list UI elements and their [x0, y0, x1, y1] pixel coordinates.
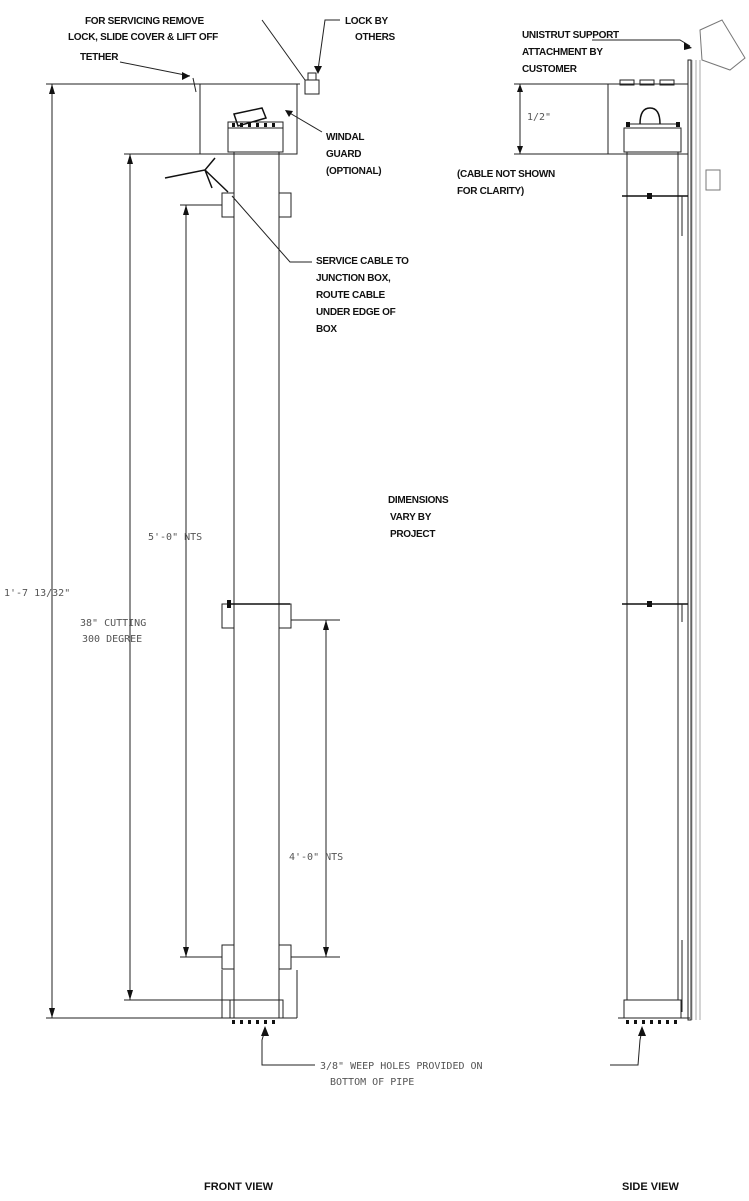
svg-text:PROJECT: PROJECT — [390, 529, 435, 540]
callout-lock: LOCK BY OTHERS — [345, 16, 396, 43]
svg-text:SERVICE CABLE TO: SERVICE CABLE TO — [316, 256, 409, 267]
svg-text:UNISTRUT SUPPORT: UNISTRUT SUPPORT — [522, 30, 619, 41]
svg-text:BOTTOM OF PIPE: BOTTOM OF PIPE — [330, 1077, 414, 1088]
svg-text:38" CUTTING: 38" CUTTING — [80, 618, 146, 629]
side-enclosure-box — [607, 83, 689, 155]
svg-text:FOR SERVICING REMOVE: FOR SERVICING REMOVE — [85, 16, 204, 27]
svg-text:LOCK BY: LOCK BY — [345, 16, 389, 27]
svg-text:BOX: BOX — [316, 324, 337, 335]
note-weep-holes: 3/8" WEEP HOLES PROVIDED ON BOTTOM OF PI… — [320, 1061, 483, 1088]
svg-text:3/8" WEEP HOLES PROVIDED ON: 3/8" WEEP HOLES PROVIDED ON — [320, 1061, 483, 1072]
side-view — [514, 19, 746, 1024]
front-service-cable — [164, 157, 229, 193]
svg-text:ROUTE CABLE: ROUTE CABLE — [316, 290, 386, 301]
svg-text:OTHERS: OTHERS — [355, 32, 396, 43]
dim-cutting-label: 38" CUTTING 300 DEGREE — [80, 618, 146, 645]
front-lock — [304, 79, 320, 95]
front-enclosure-box — [199, 83, 298, 155]
svg-text:ATTACHMENT BY: ATTACHMENT BY — [522, 47, 603, 58]
dim-upper-label: 5'-0" NTS — [148, 532, 202, 543]
svg-text:300 DEGREE: 300 DEGREE — [82, 634, 142, 645]
note-dimensions-vary: DIMENSIONS VARY BY PROJECT — [388, 495, 449, 540]
side-view-title: SIDE VIEW — [622, 1181, 679, 1193]
side-pipe-base — [623, 999, 682, 1019]
front-view-title: FRONT VIEW — [204, 1181, 274, 1193]
front-view — [164, 72, 320, 1024]
svg-text:VARY BY: VARY BY — [390, 512, 432, 523]
dim-box-height-label: 1/2" — [527, 112, 551, 123]
svg-text:UNDER EDGE OF: UNDER EDGE OF — [316, 307, 396, 318]
svg-text:TETHER: TETHER — [80, 52, 119, 63]
front-dimension-lines — [46, 83, 340, 1019]
side-pipe-cap — [623, 127, 682, 153]
svg-text:(CABLE NOT SHOWN: (CABLE NOT SHOWN — [457, 169, 555, 180]
dim-overall-label: 1'-7 13/32" — [4, 588, 70, 599]
svg-text:WINDAL: WINDAL — [326, 132, 364, 143]
callout-unistrut: UNISTRUT SUPPORT ATTACHMENT BY CUSTOMER — [522, 30, 619, 75]
svg-text:GUARD: GUARD — [326, 149, 361, 160]
svg-text:JUNCTION BOX,: JUNCTION BOX, — [316, 273, 391, 284]
svg-text:DIMENSIONS: DIMENSIONS — [388, 495, 449, 506]
callout-service-cable: SERVICE CABLE TO JUNCTION BOX, ROUTE CAB… — [316, 256, 409, 335]
leaders — [119, 19, 646, 1066]
callout-servicing: FOR SERVICING REMOVE LOCK, SLIDE COVER &… — [68, 16, 218, 63]
svg-text:CUSTOMER: CUSTOMER — [522, 64, 578, 75]
front-pipe-base — [229, 999, 284, 1019]
svg-text:(OPTIONAL): (OPTIONAL) — [326, 166, 381, 177]
svg-text:FOR CLARITY): FOR CLARITY) — [457, 186, 524, 197]
callout-windal-guard: WINDAL GUARD (OPTIONAL) — [326, 132, 382, 177]
dim-lower-label: 4'-0" NTS — [289, 852, 343, 863]
callout-cable-not-shown: (CABLE NOT SHOWN FOR CLARITY) — [457, 169, 555, 197]
svg-text:LOCK, SLIDE COVER & LIFT OFF: LOCK, SLIDE COVER & LIFT OFF — [68, 32, 218, 43]
front-pipe-cap — [227, 121, 284, 153]
